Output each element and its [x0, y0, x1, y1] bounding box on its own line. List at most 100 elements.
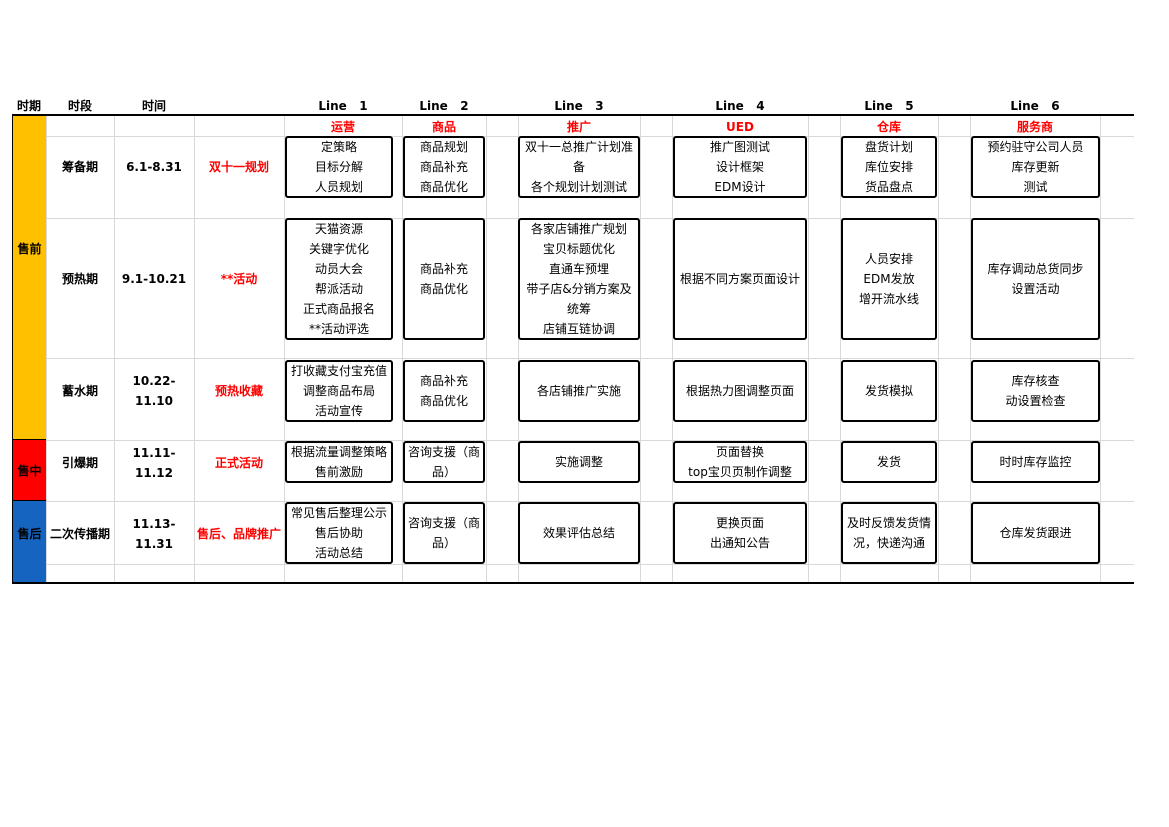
grid-line: [114, 116, 115, 583]
task-line: 店铺互链协调: [542, 322, 615, 336]
task-line: 实施调整: [554, 455, 603, 469]
grid-line: [284, 116, 285, 583]
grid-line: [402, 116, 403, 583]
task-line: 双十一总推广计划准备: [524, 140, 633, 174]
task-line: 各家店铺推广规划: [530, 222, 627, 236]
task-line: 动员大会: [314, 262, 363, 276]
phase-post-label: 售后: [17, 527, 42, 541]
grid-line: [640, 116, 641, 583]
task-line: 天猫资源: [314, 222, 363, 236]
task-box: 天猫资源 关键字优化 动员大会 帮派活动 正式商品报名 **活动评选: [285, 218, 393, 340]
task-line: 直通车预埋: [548, 262, 609, 276]
grid-line: [970, 116, 971, 583]
task-line: 售后协助: [314, 526, 363, 540]
task-line: 帮派活动: [314, 282, 363, 296]
task-line: 目标分解: [314, 160, 363, 174]
task-line: 根据流量调整策略: [290, 445, 387, 459]
header-line5: Line 5: [864, 99, 914, 113]
grid-line: [840, 116, 841, 583]
header-line2: Line 2: [419, 99, 469, 113]
task-line: 时时库存监控: [999, 455, 1072, 469]
phase-pre-sale: 售前: [12, 116, 46, 440]
task-line: 人员规划: [314, 180, 363, 194]
time-label: 6.1-8.31: [126, 160, 182, 174]
task-box: 库存核查 动设置检查: [971, 360, 1100, 422]
task-line: 库存更新: [1011, 160, 1060, 174]
task-line: 商品补充: [419, 160, 468, 174]
task-box: 定策略 目标分解 人员规划: [285, 136, 393, 198]
task-box: 及时反馈发货情况，快递沟通: [841, 502, 937, 564]
task-box: 根据热力图调整页面: [673, 360, 807, 422]
task-line: 调整商品布局: [302, 384, 375, 398]
stage-label: 引爆期: [61, 456, 98, 470]
task-box: 发货: [841, 441, 937, 483]
task-line: 页面替换: [715, 445, 764, 459]
header-line6: Line 6: [1010, 99, 1060, 113]
task-line: 效果评估总结: [542, 526, 615, 540]
stage-label: 筹备期: [61, 160, 98, 174]
event-label: 预热收藏: [214, 384, 263, 398]
grid-line: [12, 564, 1134, 565]
dept-products: 商品: [431, 120, 456, 134]
grid-line: [938, 116, 939, 583]
task-line: 推广图测试: [709, 140, 770, 154]
task-box: 各家店铺推广规划 宝贝标题优化 直通车预埋 带子店&分销方案及统筹 店铺互链协调: [518, 218, 640, 340]
event-label: 正式活动: [214, 456, 263, 470]
task-box: 发货模拟: [841, 360, 937, 422]
grid-line: [12, 358, 1134, 359]
task-line: **活动评选: [308, 322, 369, 336]
task-line: 商品补充: [419, 262, 468, 276]
task-line: 咨询支援（商品）: [407, 516, 480, 550]
phase-mid-sale: 售中: [12, 440, 46, 501]
task-box: 盘货计划 库位安排 货品盘点: [841, 136, 937, 198]
grid-line: [46, 116, 47, 583]
task-line: 货品盘点: [864, 180, 913, 194]
task-line: 商品优化: [419, 394, 468, 408]
phase-pre-label: 售前: [17, 242, 42, 256]
grid-line: [12, 440, 1134, 441]
task-line: 增开流水线: [858, 292, 919, 306]
task-box: 实施调整: [518, 441, 640, 483]
stage-label: 预热期: [61, 272, 98, 286]
task-box: 更换页面 出通知公告: [673, 502, 807, 564]
task-line: 库存核查: [1011, 374, 1060, 388]
grid-line: [486, 116, 487, 583]
task-line: 库存调动总货同步: [987, 262, 1084, 276]
task-box: 效果评估总结: [518, 502, 640, 564]
phase-post-sale: 售后: [12, 501, 46, 583]
task-line: 带子店&分销方案及统筹: [526, 282, 632, 316]
grid-line: [1100, 116, 1101, 583]
task-line: top宝贝页制作调整: [688, 465, 792, 479]
task-line: 活动总结: [314, 546, 363, 560]
task-line: 库位安排: [864, 160, 913, 174]
task-line: 商品优化: [419, 180, 468, 194]
table-top-border: [12, 114, 1134, 116]
task-box: 库存调动总货同步 设置活动: [971, 218, 1100, 340]
task-box: 常见售后整理公示 售后协助 活动总结: [285, 502, 393, 564]
header-line4: Line 4: [715, 99, 765, 113]
task-line: 盘货计划: [864, 140, 913, 154]
dept-service-provider: 服务商: [1016, 120, 1053, 134]
task-line: 正式商品报名: [302, 302, 375, 316]
header-line3: Line 3: [554, 99, 604, 113]
time-label: 11.13-11.31: [132, 517, 176, 551]
dept-operations: 运营: [330, 120, 355, 134]
task-line: 常见售后整理公示: [290, 506, 387, 520]
task-line: 测试: [1023, 180, 1048, 194]
task-line: 更换页面: [715, 516, 764, 530]
task-line: 动设置检查: [1005, 394, 1066, 408]
stage-label: 二次传播期: [49, 527, 110, 541]
task-line: 根据不同方案页面设计: [679, 272, 800, 286]
grid-line: [12, 501, 1134, 502]
task-box: 仓库发货跟进: [971, 502, 1100, 564]
dept-warehouse: 仓库: [876, 120, 901, 134]
time-label: 10.22-11.10: [132, 374, 176, 408]
task-line: EDM发放: [863, 272, 915, 286]
task-line: 设置活动: [1011, 282, 1060, 296]
task-box: 咨询支援（商品）: [403, 502, 485, 564]
task-box: 商品规划 商品补充 商品优化: [403, 136, 485, 198]
task-line: 发货模拟: [864, 384, 913, 398]
task-box: 推广图测试 设计框架 EDM设计: [673, 136, 807, 198]
task-line: 商品优化: [419, 282, 468, 296]
task-line: 宝贝标题优化: [542, 242, 615, 256]
